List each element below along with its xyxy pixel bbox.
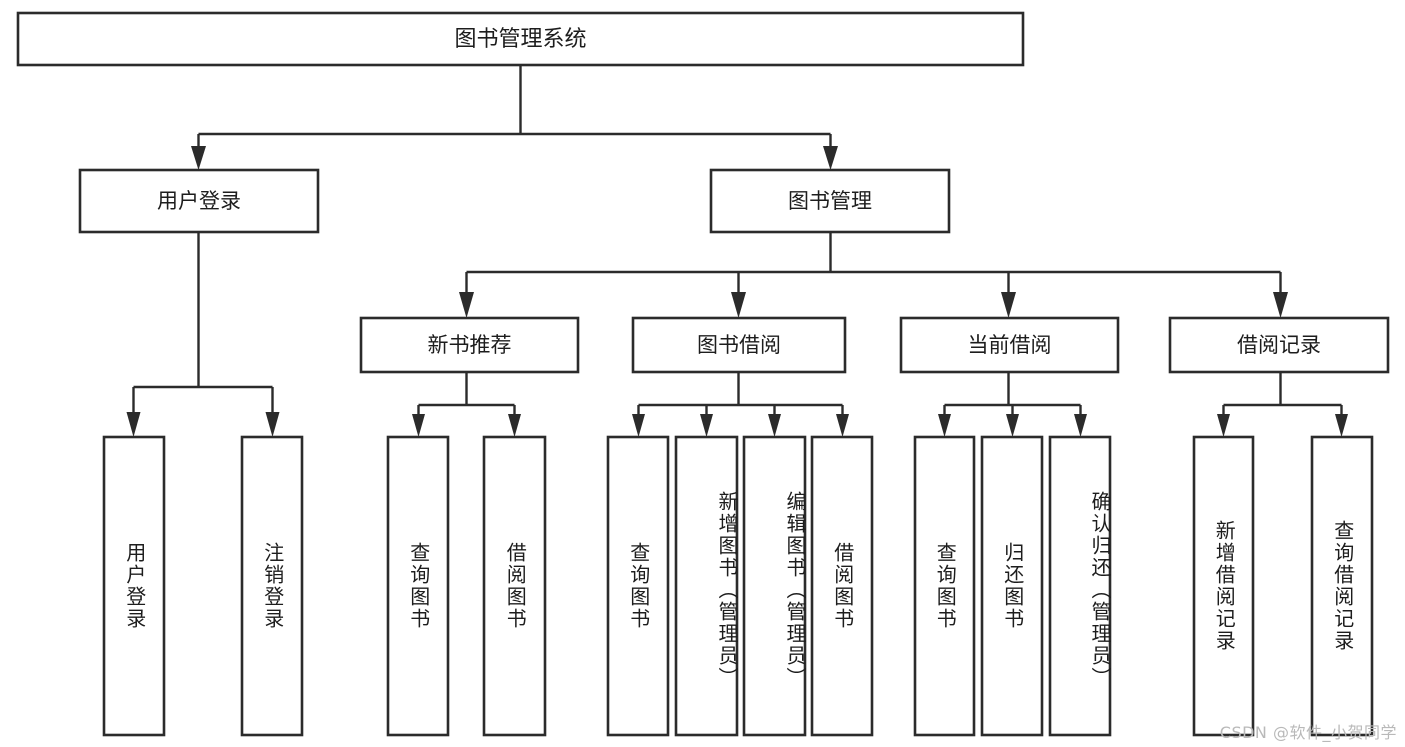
node-root-label: 图书管理系统 bbox=[454, 27, 586, 52]
arrow-head-new-book-recommend bbox=[459, 292, 474, 318]
node-leaf-book-borrow-3-box[interactable] bbox=[810, 435, 874, 737]
arrow-head-leaf-borrow-record-1 bbox=[1335, 414, 1348, 437]
arrow-head-book-borrow bbox=[731, 292, 746, 318]
node-new-book-recommend-box[interactable] bbox=[359, 316, 580, 374]
node-book-mgmt-box[interactable] bbox=[709, 168, 951, 234]
node-leaf-current-borrow-1-box[interactable] bbox=[980, 435, 1044, 737]
arrow-head-leaf-borrow-record-0 bbox=[1217, 414, 1230, 437]
node-borrow-record-label: 借阅记录 bbox=[1237, 333, 1321, 357]
node-leaf-new-book-1-box[interactable] bbox=[482, 435, 547, 737]
node-leaf-borrow-record-1-box[interactable] bbox=[1310, 435, 1374, 737]
arrow-head-book-mgmt bbox=[823, 146, 838, 170]
node-leaf-new-book-0-box[interactable] bbox=[386, 435, 450, 737]
node-book-borrow-label: 图书借阅 bbox=[697, 333, 781, 357]
node-current-borrow-box[interactable] bbox=[899, 316, 1120, 374]
csdn-watermark: CSDN @软件_小贺同学 bbox=[1219, 723, 1397, 742]
node-leaf-borrow-record-0-box[interactable] bbox=[1192, 435, 1255, 737]
node-user-login-box[interactable] bbox=[78, 168, 320, 234]
arrow-head-current-borrow bbox=[1001, 292, 1016, 318]
edges-layer bbox=[126, 65, 1348, 437]
arrow-head-leaf-book-borrow-1 bbox=[700, 414, 713, 437]
node-leaf-book-borrow-2-box[interactable] bbox=[742, 435, 807, 737]
node-root-box[interactable] bbox=[16, 11, 1025, 67]
node-leaf-current-borrow-0-box[interactable] bbox=[913, 435, 976, 737]
arrow-head-leaf-user-login-1 bbox=[265, 412, 280, 437]
node-user-login-label: 用户登录 bbox=[157, 189, 241, 213]
node-book-borrow-box[interactable] bbox=[631, 316, 847, 374]
arrow-head-borrow-record bbox=[1273, 292, 1288, 318]
arrow-head-leaf-new-book-1 bbox=[508, 414, 521, 437]
node-new-book-recommend-label: 新书推荐 bbox=[428, 333, 512, 357]
node-leaf-user-login-1-box[interactable] bbox=[240, 435, 304, 737]
node-leaf-book-borrow-1-box[interactable] bbox=[674, 435, 739, 737]
node-leaf-current-borrow-2-box[interactable] bbox=[1048, 435, 1112, 737]
node-leaf-user-login-0-box[interactable] bbox=[102, 435, 166, 737]
node-current-borrow-label: 当前借阅 bbox=[968, 333, 1052, 357]
node-borrow-record-box[interactable] bbox=[1168, 316, 1390, 374]
node-book-mgmt-label: 图书管理 bbox=[788, 189, 872, 213]
node-leaf-book-borrow-0-box[interactable] bbox=[606, 435, 670, 737]
arrow-head-user-login bbox=[191, 146, 206, 170]
arrow-head-leaf-current-borrow-2 bbox=[1074, 414, 1087, 437]
arrow-head-leaf-book-borrow-3 bbox=[836, 414, 849, 437]
nodes-layer: 图书管理系统 用户登录 图书管理 新书推荐 图书借阅 当前借阅 借阅记录 bbox=[16, 11, 1390, 737]
arrow-head-leaf-new-book-0 bbox=[412, 414, 425, 437]
arrow-head-leaf-user-login-0 bbox=[126, 412, 141, 437]
arrow-head-leaf-book-borrow-2 bbox=[768, 414, 781, 437]
arrow-head-leaf-current-borrow-0 bbox=[938, 414, 951, 437]
arrow-head-leaf-current-borrow-1 bbox=[1006, 414, 1019, 437]
arrow-head-leaf-book-borrow-0 bbox=[632, 414, 645, 437]
